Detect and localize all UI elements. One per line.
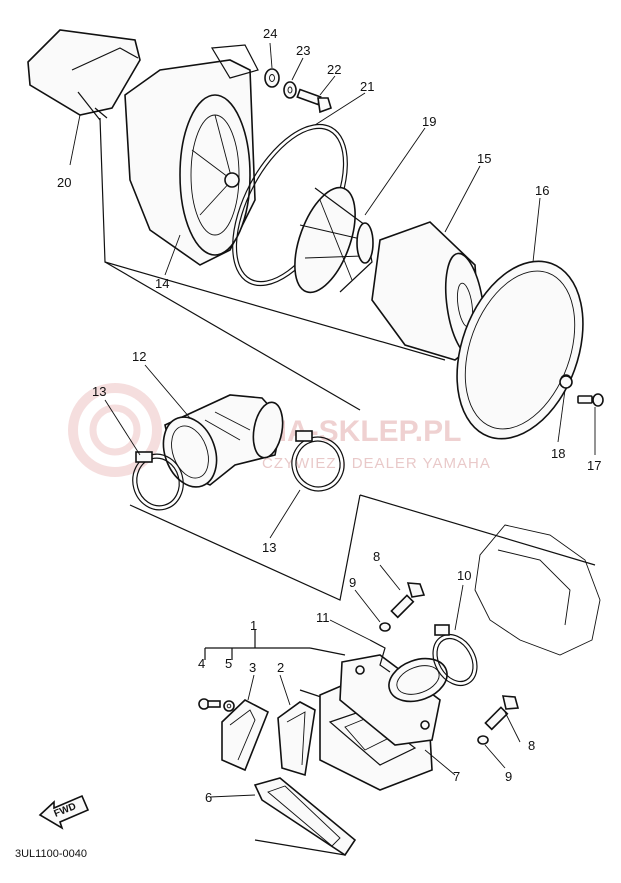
part-17-screw (577, 393, 604, 407)
callout-7: 7 (453, 769, 460, 784)
callout-11: 11 (316, 610, 330, 625)
part-22-bolt (296, 88, 332, 114)
part-23-nut (283, 81, 297, 99)
part-13-clamp-right (291, 430, 345, 492)
fwd-arrow-icon (38, 794, 90, 830)
watermark-logo (68, 383, 162, 477)
part-8-bolt-upper (390, 582, 426, 619)
callout-9-upper: 9 (349, 575, 356, 590)
part-2-reed-stopper (277, 701, 316, 777)
part-14-air-box (124, 44, 259, 266)
engine-phantom-outline (359, 494, 601, 656)
part-10-hose-clamp (432, 624, 478, 687)
callout-13-upper: 13 (92, 384, 106, 399)
part-5-washer (223, 700, 235, 712)
part-12-rubber-joint (162, 394, 284, 488)
callout-8-upper: 8 (373, 549, 380, 564)
middle-assembly-frame (104, 261, 361, 601)
callout-4: 4 (198, 656, 205, 671)
callout-8-lower: 8 (528, 738, 535, 753)
diagram-part-code: 3UL1100-0040 (15, 848, 87, 860)
part-1-intake-manifold (339, 654, 448, 746)
callout-17: 17 (587, 458, 601, 473)
part-4-screw (198, 698, 221, 710)
callout-24: 24 (263, 26, 277, 41)
watermark-main-text: MA-SKLEP.PL (262, 415, 461, 448)
callout-5: 5 (225, 656, 232, 671)
callout-10: 10 (457, 568, 471, 583)
callout-21: 21 (360, 79, 374, 94)
part-18-grommet (559, 375, 573, 389)
part-19-filter-cage (294, 186, 374, 294)
part-20-intake-duct (27, 29, 141, 121)
callout-22: 22 (327, 62, 341, 77)
callout-9-lower: 9 (505, 769, 512, 784)
part-3-reed-petal (221, 699, 270, 772)
callout-14: 14 (155, 276, 169, 291)
watermark-sub-text: CZYWIEZ | DEALER YAMAHA (262, 455, 491, 472)
callout-labels: 24 23 22 21 19 15 16 20 14 18 17 12 13 1… (57, 26, 601, 805)
callout-6: 6 (205, 790, 212, 805)
callout-13-lower: 13 (262, 540, 276, 555)
callout-12: 12 (132, 349, 146, 364)
part-16-filter-cover (456, 260, 584, 440)
part-9-nut-upper (379, 622, 391, 632)
callout-19: 19 (422, 114, 436, 129)
callout-1: 1 (250, 618, 257, 633)
part-11-clip (369, 639, 391, 673)
part-6-manifold-gasket (253, 777, 357, 857)
leader-lines (69, 42, 596, 798)
callout-20: 20 (57, 175, 71, 190)
callout-2: 2 (277, 660, 284, 675)
part-9-nut-lower (477, 735, 489, 745)
callout-15: 15 (477, 151, 491, 166)
part-24-washer (264, 68, 280, 88)
part-8-bolt-lower (484, 695, 520, 731)
fwd-direction-arrow: FWD (38, 794, 90, 830)
callout-16: 16 (535, 183, 549, 198)
callout-23: 23 (296, 43, 310, 58)
callout-18: 18 (551, 446, 565, 461)
part-13-clamp-left (132, 451, 184, 511)
callout-3: 3 (249, 660, 256, 675)
